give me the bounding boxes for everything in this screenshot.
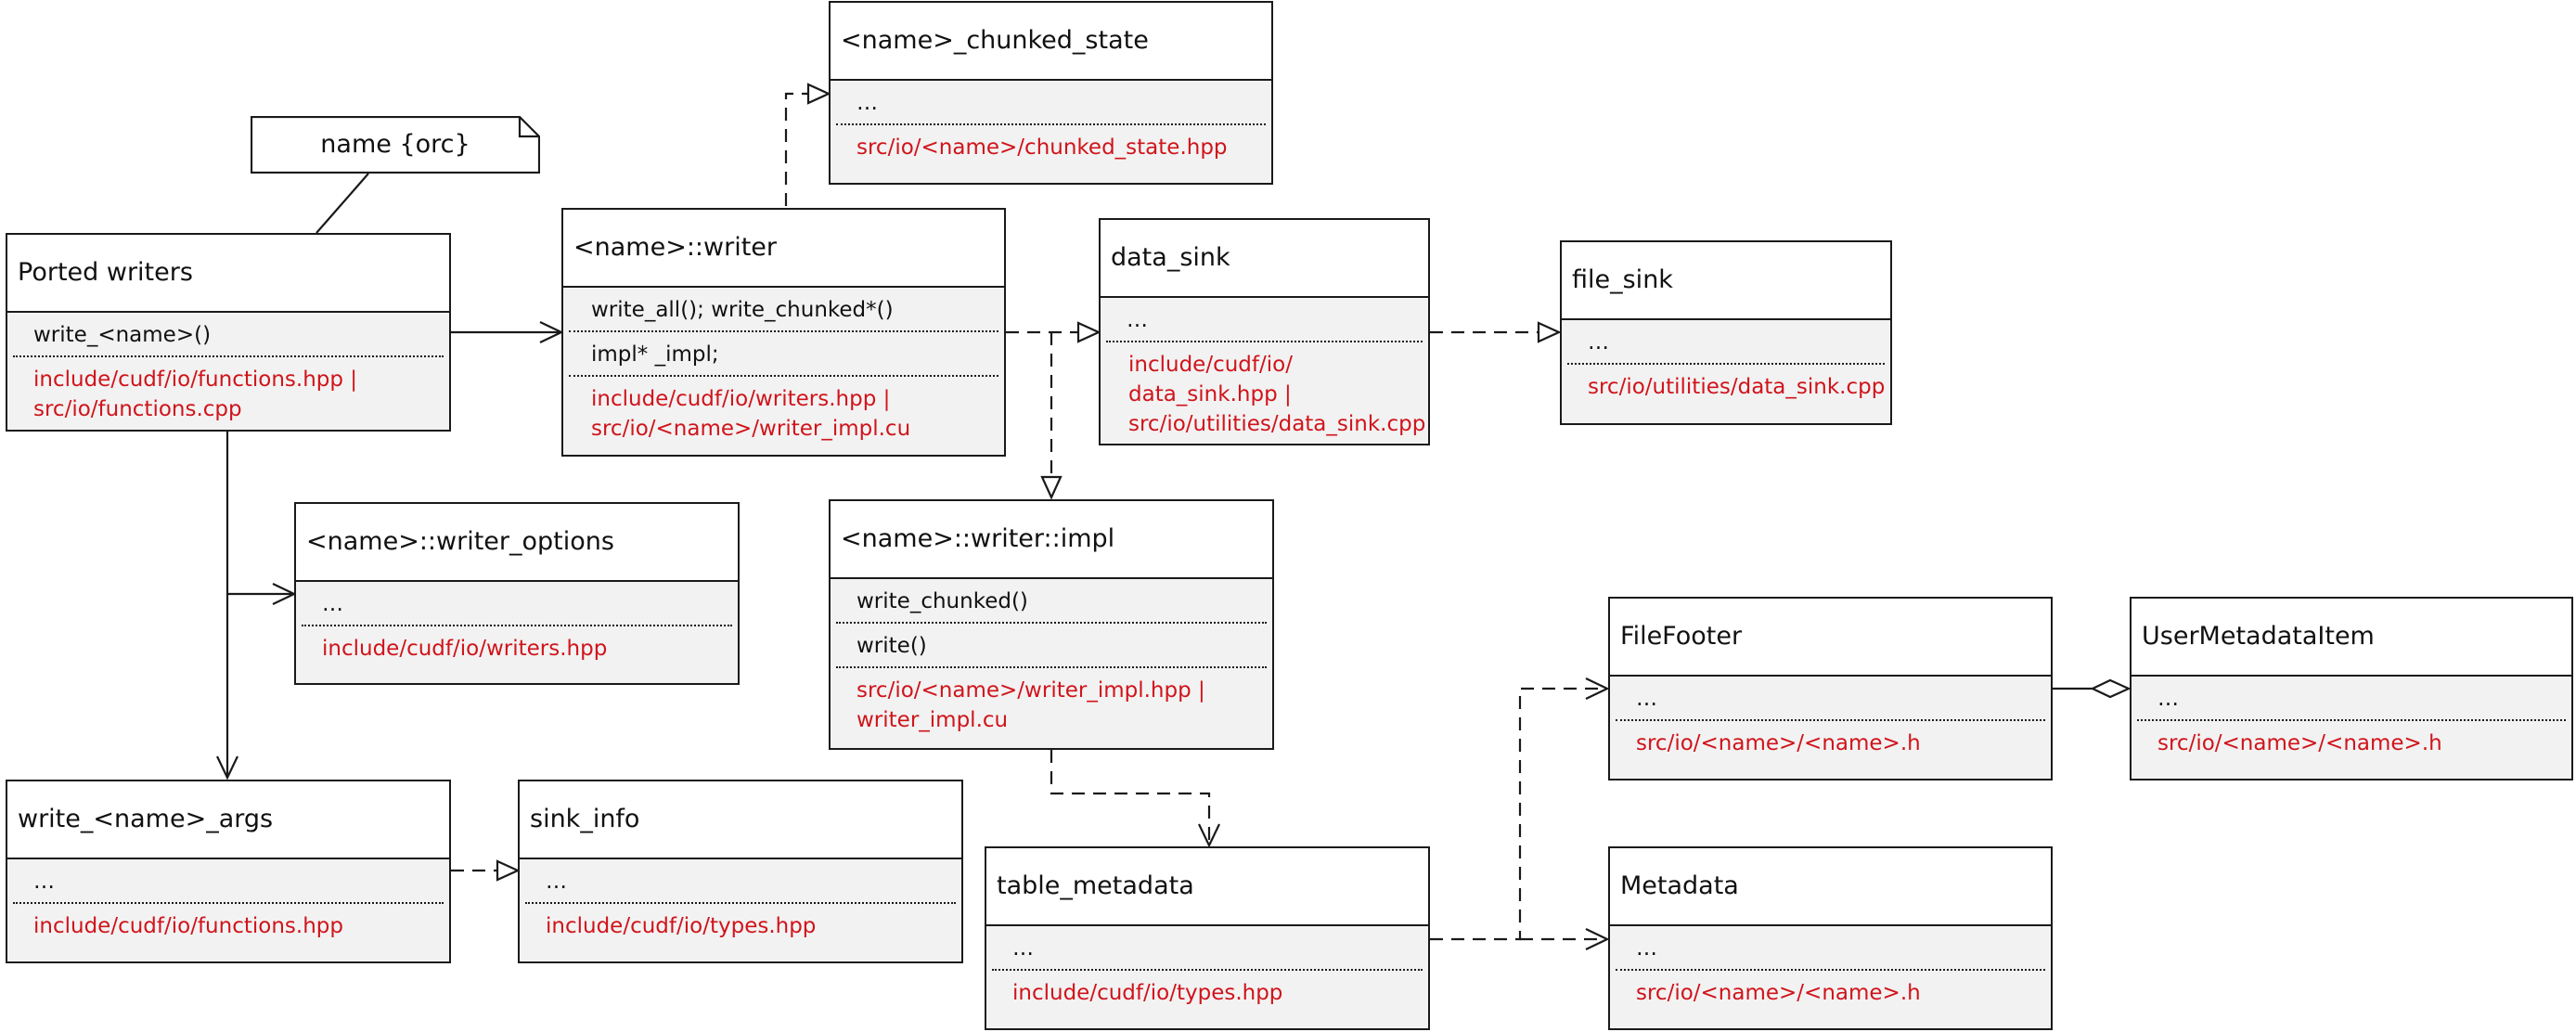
class-data-sink: data_sink … include/cudf/io/ data_sink.h… [1099,218,1430,445]
member: … [1012,936,1034,961]
source-path: include/cudf/io/functions.hpp [33,914,343,938]
member: … [33,870,55,894]
open-arrowhead-icon [1198,823,1220,848]
class-writer-options: <name>::writer_options … include/cudf/io… [294,502,740,685]
class-title: table_metadata [986,848,1428,926]
source-path: src/io/utilities/data_sink.cpp [1588,375,1886,399]
class-title: <name>::writer::impl [831,501,1272,579]
diamond-icon [2090,678,2132,699]
member: … [546,870,567,894]
source-path: include/cudf/io/ data_sink.hpp | src/io/… [1128,353,1426,436]
member: … [1636,936,1657,961]
note-anchor-line [316,173,369,234]
class-title: data_sink [1101,220,1428,298]
source-path: src/io/<name>/chunked_state.hpp [857,135,1228,160]
source-path: include/cudf/io/types.hpp [1012,981,1283,1005]
open-arrowhead-icon [1585,677,1610,700]
class-title: <name>_chunked_state [831,3,1271,81]
member: write_<name>() [33,323,212,347]
open-arrowhead-icon [1585,928,1610,950]
open-arrowhead-icon [216,755,238,780]
source-path: src/io/<name>/<name>.h [1636,981,1921,1005]
source-path: src/io/<name>/writer_impl.hpp | writer_i… [857,678,1205,732]
note-shape [251,116,540,174]
source-path: include/cudf/io/writers.hpp | src/io/<na… [591,387,911,441]
class-ported-writers: Ported writers write_<name>() include/cu… [6,233,451,432]
note-name-orc: name {orc} [251,116,540,174]
class-sink-info: sink_info … include/cudf/io/types.hpp [518,780,963,963]
class-writer: <name>::writer write_all(); write_chunke… [561,208,1006,457]
member: … [857,91,878,115]
member: write() [857,634,927,658]
source-path: src/io/<name>/<name>.h [1636,731,1921,755]
member: write_chunked() [857,589,1028,613]
member: … [1127,308,1148,332]
member: write_all(); write_chunked*() [591,298,894,322]
class-title: <name>::writer_options [296,504,738,582]
member: … [2157,687,2179,711]
member: … [1636,687,1657,711]
triangle-arrowhead-icon [1537,321,1562,343]
class-title: Metadata [1610,848,2051,926]
dep-impl-to-tablemeta [1050,750,1211,845]
class-title: Ported writers [7,235,449,313]
triangle-arrowhead-icon [1040,475,1063,500]
member: … [322,592,343,616]
class-table-metadata: table_metadata … include/cudf/io/types.h… [985,846,1430,1030]
source-path: include/cudf/io/functions.hpp | src/io/f… [33,368,358,421]
class-user-metadata-item: UserMetadataItem … src/io/<name>/<name>.… [2130,597,2573,780]
triangle-arrowhead-icon [496,859,521,882]
class-title: FileFooter [1610,599,2051,677]
class-metadata: Metadata … src/io/<name>/<name>.h [1608,846,2053,1030]
class-title: <name>::writer [563,210,1004,288]
source-path: include/cudf/io/types.hpp [546,914,817,938]
class-file-sink: file_sink … src/io/utilities/data_sink.c… [1560,240,1892,425]
source-path: src/io/<name>/<name>.h [2157,731,2442,755]
class-chunked-state: <name>_chunked_state … src/io/<name>/chu… [829,1,1273,185]
class-write-args: write_<name>_args … include/cudf/io/func… [6,780,451,963]
dep-tablemeta-to-footer [1430,687,1606,941]
dep-writer-to-chunked [784,92,808,206]
note-text: name {orc} [320,130,470,159]
class-title: file_sink [1562,242,1890,320]
class-file-footer: FileFooter … src/io/<name>/<name>.h [1608,597,2053,780]
member: impl* _impl; [591,342,719,367]
class-title: write_<name>_args [7,781,449,859]
member: … [1588,330,1609,355]
triangle-arrowhead-icon [1076,321,1101,343]
class-writer-impl: <name>::writer::impl write_chunked() wri… [829,499,1274,750]
source-path: include/cudf/io/writers.hpp [322,637,608,661]
class-title: UserMetadataItem [2132,599,2571,677]
class-title: sink_info [520,781,961,859]
triangle-arrowhead-icon [806,83,831,105]
